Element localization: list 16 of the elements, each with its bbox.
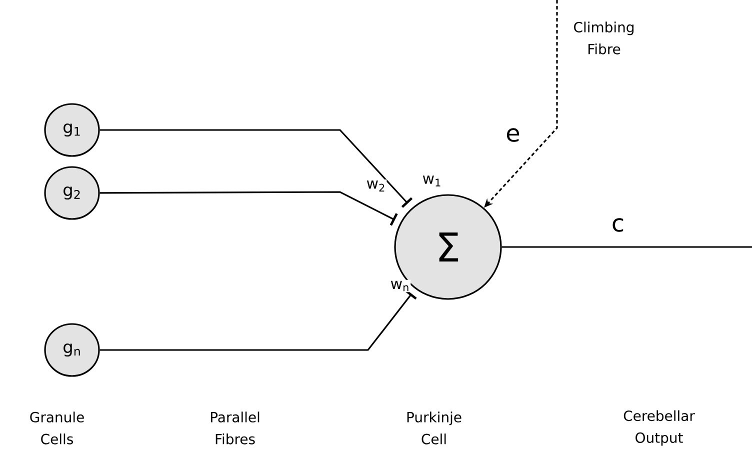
synapse-line [100,290,417,351]
granule-cell-node: g$_{n}$ [44,323,100,377]
granule-cell-node: g$_{1}$ [44,103,100,157]
edge-label: w$_{1}$ [421,174,443,188]
caption-label: Cerebellar Output [624,410,695,446]
caption-label: Purkinje Cell [407,412,462,444]
granule-cell-node: g$_{2}$ [44,166,100,220]
caption-label: Parallel Fibres [210,412,260,444]
edge-label: e [504,127,522,143]
caption-label: Granule Cells [30,412,84,444]
connector-line [502,246,752,248]
edge-label: w$_{2}$ [365,180,387,192]
edge-label: c [610,217,626,233]
edge-label: w$_{n}$ [389,280,411,292]
caption-label: Climbing Fibre [574,22,634,54]
synapse-line [100,191,398,226]
